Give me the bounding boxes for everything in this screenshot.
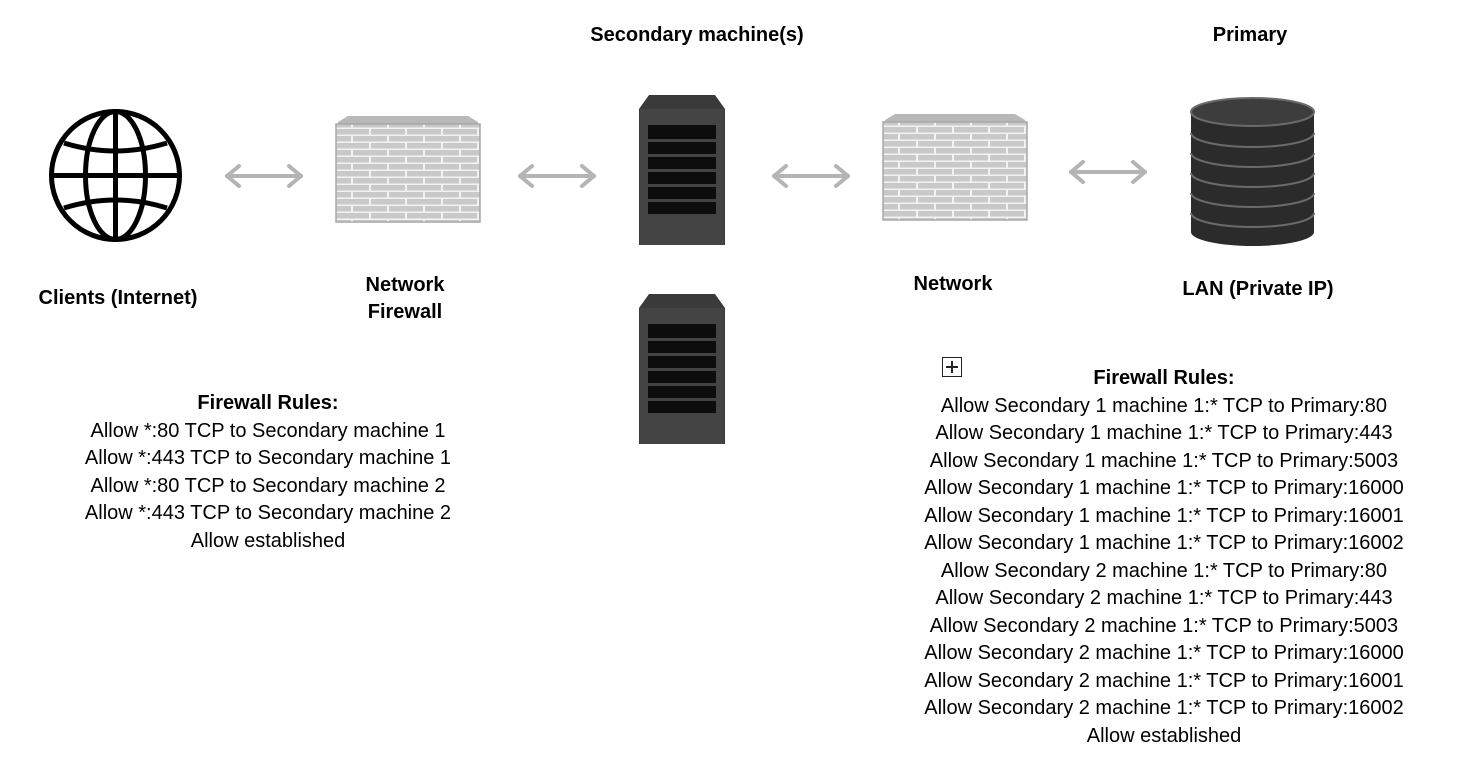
left-rules-list: Allow *:80 TCP to Secondary machine 1 Al… bbox=[18, 418, 518, 556]
double-arrow-icon bbox=[1069, 160, 1147, 184]
expand-box-icon[interactable] bbox=[942, 357, 962, 377]
clients-label: Clients (Internet) bbox=[38, 287, 198, 309]
rule-item: Allow *:80 TCP to Secondary machine 1 bbox=[90, 419, 446, 442]
primary-title: Primary bbox=[1212, 24, 1288, 46]
left-firewall-rules: Firewall Rules: Allow *:80 TCP to Second… bbox=[18, 390, 518, 555]
rule-item: Allow Secondary 2 machine 1:* TCP to Pri… bbox=[935, 587, 1393, 609]
rule-item: Allow *:443 TCP to Secondary machine 1 bbox=[84, 447, 452, 469]
rule-item: Allow established bbox=[1086, 724, 1242, 747]
network-label: Network bbox=[913, 273, 993, 295]
double-arrow-icon bbox=[772, 164, 850, 188]
network-firewall-label: Network Firewall bbox=[325, 272, 485, 326]
network-firewall-label-line1: Network bbox=[365, 274, 445, 296]
right-rules-list: Allow Secondary 1 machine 1:* TCP to Pri… bbox=[874, 393, 1454, 751]
rule-item: Allow Secondary 2 machine 1:* TCP to Pri… bbox=[924, 669, 1404, 692]
rule-item: Allow Secondary 1 machine 1:* TCP to Pri… bbox=[935, 422, 1393, 444]
double-arrow-icon bbox=[225, 164, 303, 188]
brick-wall-icon bbox=[882, 114, 1028, 221]
rule-item: Allow Secondary 1 machine 1:* TCP to Pri… bbox=[929, 449, 1399, 472]
rule-item: Allow Secondary 1 machine 1:* TCP to Pri… bbox=[940, 394, 1388, 417]
server-tower-icon bbox=[639, 294, 725, 444]
server-tower-icon bbox=[639, 95, 725, 245]
globe-icon bbox=[49, 109, 182, 242]
rule-item: Allow *:80 TCP to Secondary machine 2 bbox=[90, 474, 446, 497]
right-rules-title: Firewall Rules: bbox=[1093, 367, 1235, 389]
left-rules-title: Firewall Rules: bbox=[197, 392, 339, 414]
rule-item: Allow Secondary 1 machine 1:* TCP to Pri… bbox=[924, 477, 1404, 499]
right-firewall-rules: Firewall Rules: Allow Secondary 1 machin… bbox=[874, 365, 1454, 750]
lan-label: LAN (Private IP) bbox=[1182, 278, 1334, 300]
rule-item: Allow established bbox=[190, 529, 346, 552]
secondary-title: Secondary machine(s) bbox=[590, 24, 804, 46]
rule-item: Allow Secondary 1 machine 1:* TCP to Pri… bbox=[924, 504, 1404, 527]
rule-item: Allow *:443 TCP to Secondary machine 2 bbox=[84, 502, 452, 524]
database-icon bbox=[1190, 97, 1315, 246]
brick-wall-icon bbox=[335, 116, 481, 223]
rule-item: Allow Secondary 2 machine 1:* TCP to Pri… bbox=[924, 642, 1404, 664]
double-arrow-icon bbox=[518, 164, 596, 188]
rule-item: Allow Secondary 1 machine 1:* TCP to Pri… bbox=[924, 532, 1404, 554]
rule-item: Allow Secondary 2 machine 1:* TCP to Pri… bbox=[924, 697, 1404, 719]
network-firewall-label-line2: Firewall bbox=[367, 301, 443, 323]
rule-item: Allow Secondary 2 machine 1:* TCP to Pri… bbox=[940, 559, 1388, 582]
rule-item: Allow Secondary 2 machine 1:* TCP to Pri… bbox=[929, 614, 1399, 637]
